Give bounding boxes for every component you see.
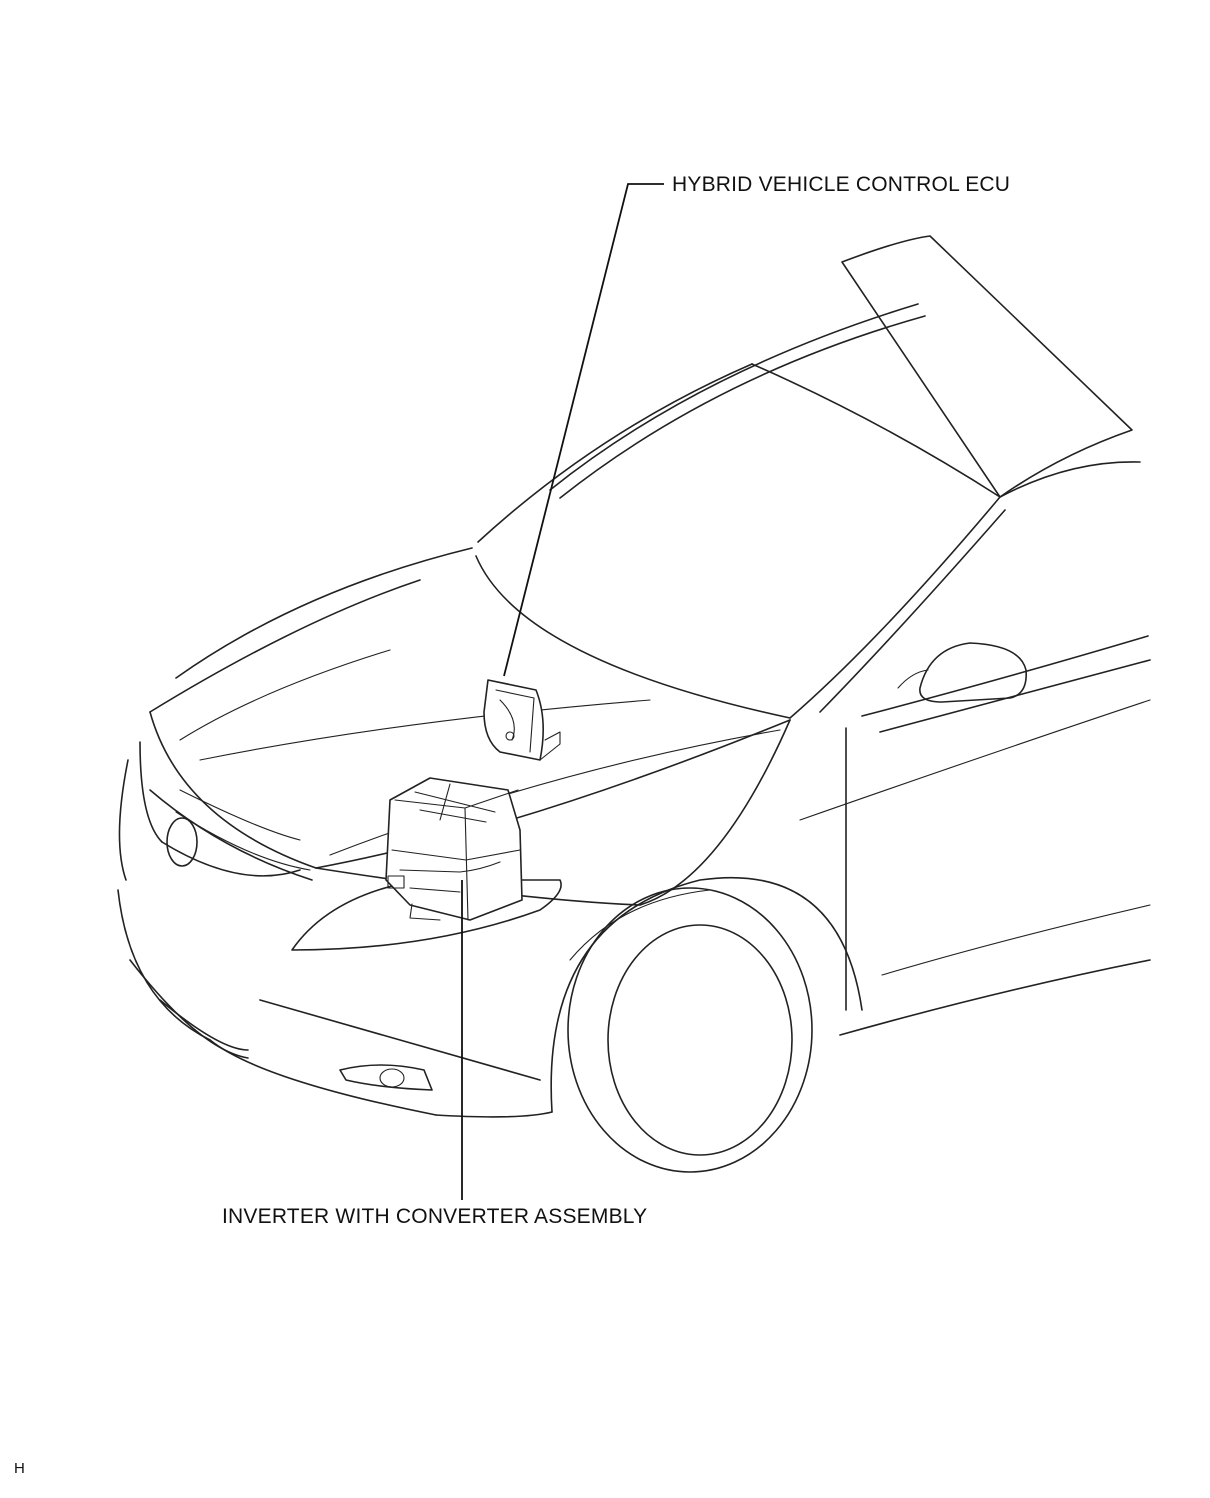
figure-code-label: H xyxy=(14,1460,26,1477)
inverter-callout-label: INVERTER WITH CONVERTER ASSEMBLY xyxy=(222,1205,648,1228)
car-outline-illustration xyxy=(117,235,1151,1173)
hybrid-vehicle-control-ecu-part xyxy=(483,679,561,761)
inverter-with-converter-assembly-part xyxy=(385,777,523,921)
ecu-callout-label: HYBRID VEHICLE CONTROL ECU xyxy=(672,173,1011,196)
ecu-leader-line xyxy=(503,183,664,677)
